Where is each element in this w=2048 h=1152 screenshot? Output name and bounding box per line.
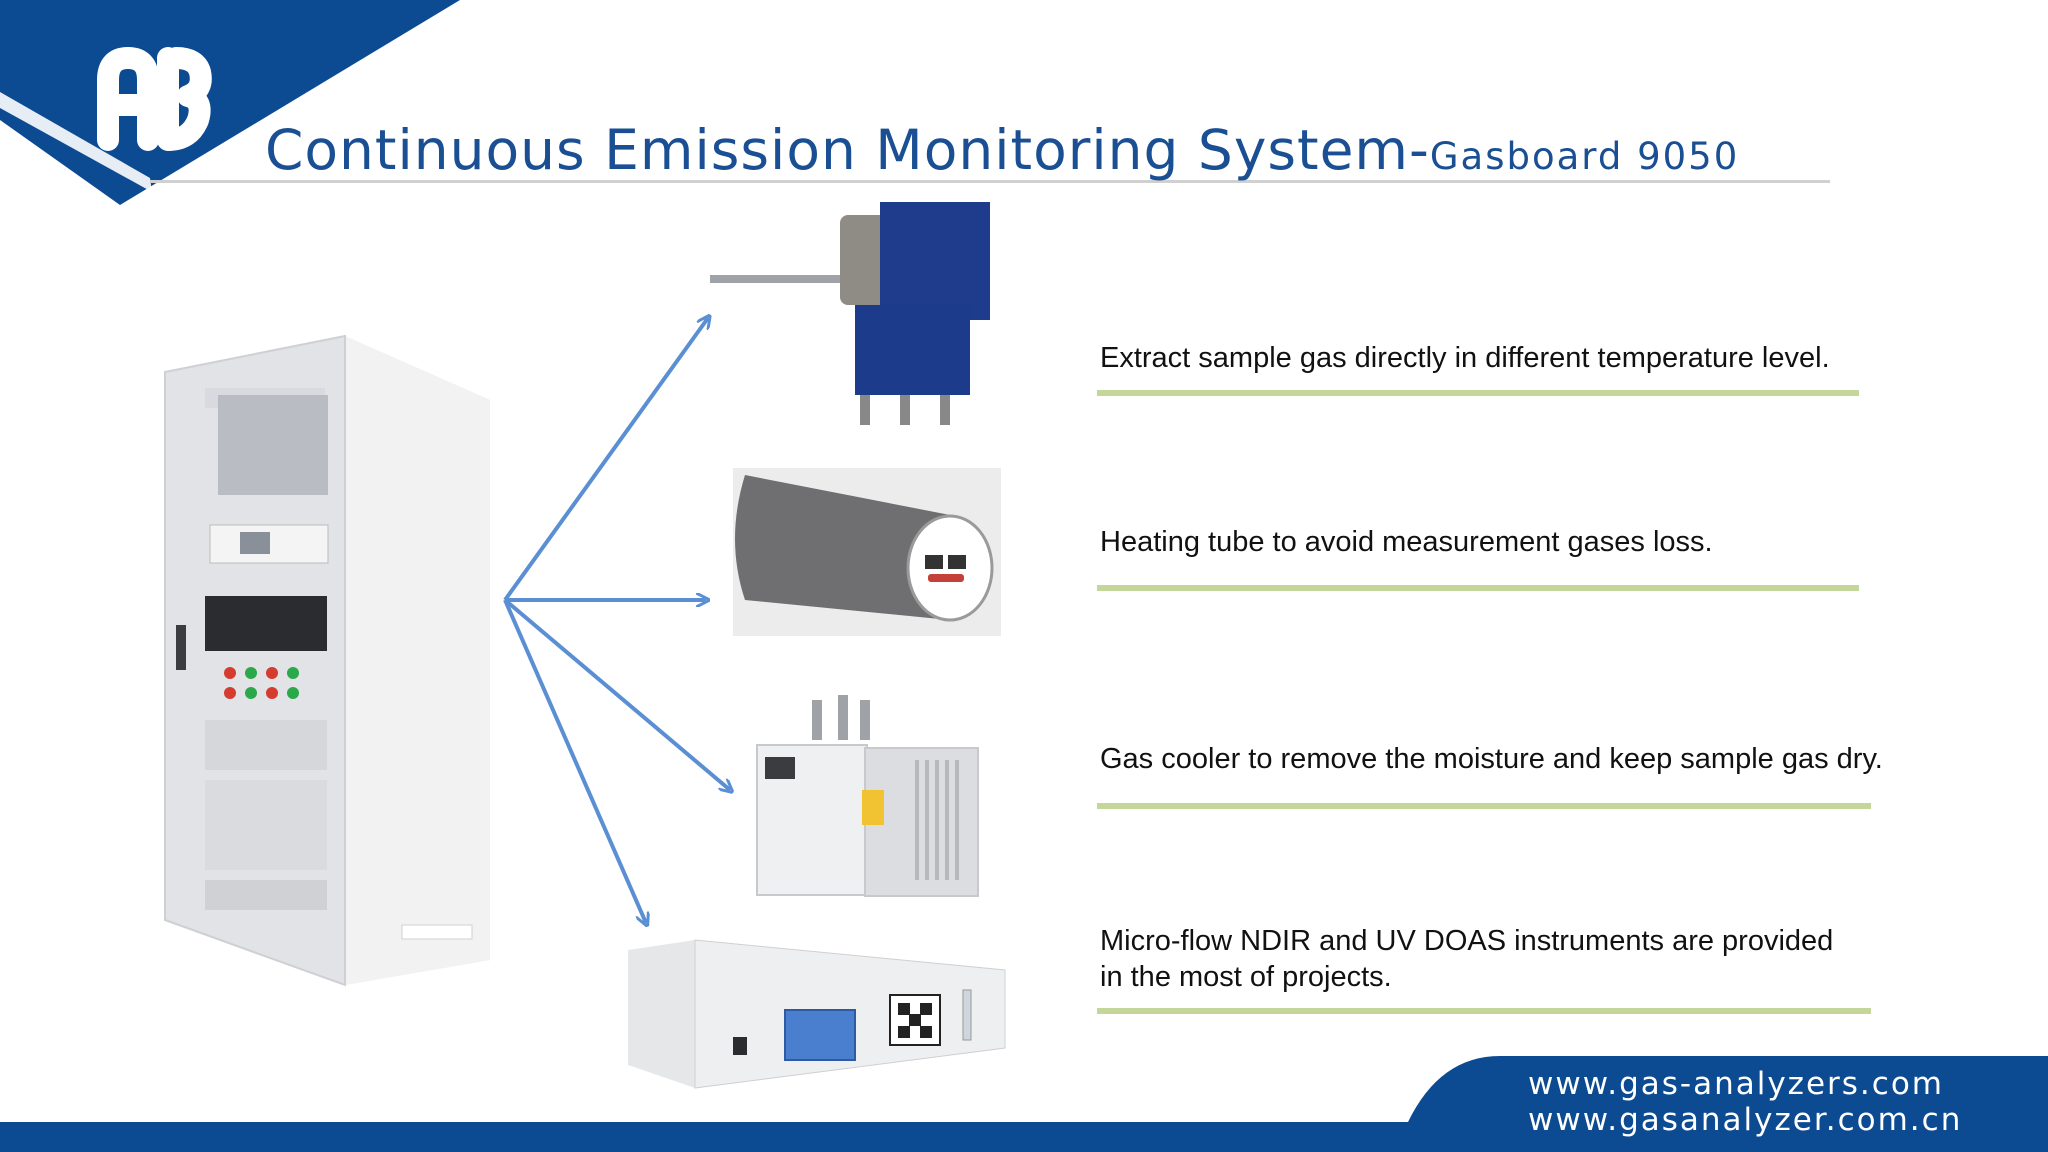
title-main: Continuous Emission Monitoring System-: [265, 118, 1430, 182]
heating-tube-image: [733, 468, 1001, 636]
title-sub: Gasboard 9050: [1429, 135, 1740, 178]
gas-analyzer-image: [628, 939, 1006, 1089]
feature-heating-tube-text: Heating tube to avoid measurement gases …: [1100, 526, 1713, 558]
arrow-to-gas-cooler: [503, 598, 730, 790]
cems-cabinet-image: [164, 334, 490, 987]
footer-url-2[interactable]: www.gasanalyzer.com.cn: [1528, 1102, 1963, 1138]
page-title: Continuous Emission Monitoring System-Ga…: [265, 118, 1739, 182]
arrows: [503, 0, 800, 960]
footer-url-1[interactable]: www.gas-analyzers.com: [1528, 1066, 1944, 1102]
feature-analyzer-underline: [1097, 1008, 1871, 1014]
feature-gas-cooler-underline: [1097, 803, 1871, 809]
arrow-to-probe: [503, 318, 708, 602]
feature-analyzer-text-line2: in the most of projects.: [1100, 961, 1392, 993]
feature-gas-cooler-text: Gas cooler to remove the moisture and ke…: [1100, 743, 1883, 775]
sampling-probe-image: [710, 202, 990, 425]
feature-analyzer-text-line1: Micro-flow NDIR and UV DOAS instruments …: [1100, 925, 1834, 957]
title-rule: [150, 180, 1830, 183]
feature-probe-underline: [1097, 390, 1859, 396]
company-logo: [97, 47, 212, 151]
header-banner: [0, 0, 460, 205]
feature-heating-tube-underline: [1097, 585, 1859, 591]
feature-probe-text: Extract sample gas directly in different…: [1100, 342, 1830, 374]
gas-cooler-image: [756, 695, 979, 897]
arrow-to-analyzer: [503, 599, 646, 923]
